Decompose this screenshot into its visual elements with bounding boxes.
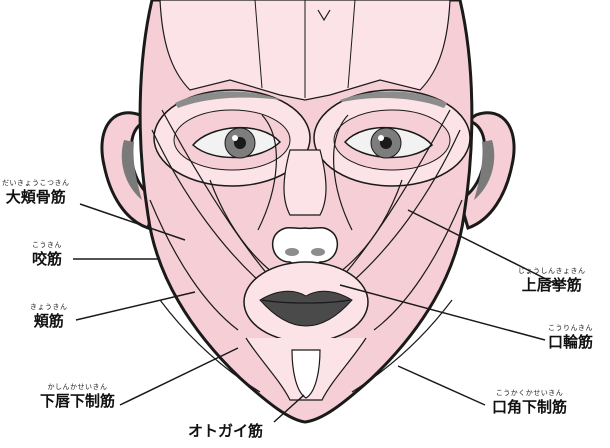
nasal-muscle <box>284 150 326 215</box>
label-daikyokotsukin: だいきょうこつきん 大頬骨筋 <box>2 180 70 205</box>
label-kashinkaseikin: かしんかせいきん 下唇下制筋 <box>40 384 115 409</box>
label-kokakukaseikin: こうかくかせいきん 口角下制筋 <box>492 390 567 415</box>
nose <box>273 228 338 267</box>
label-otogai: オトガイ筋 <box>188 424 263 439</box>
label-kyokin: きょうきん 頬筋 <box>30 304 68 329</box>
label-joshinkyokin: じょうしんきょきん 上唇挙筋 <box>518 268 586 293</box>
label-korinkin: こうりんきん 口輪筋 <box>548 325 593 350</box>
label-kokin: こうきん 咬筋 <box>32 242 62 267</box>
